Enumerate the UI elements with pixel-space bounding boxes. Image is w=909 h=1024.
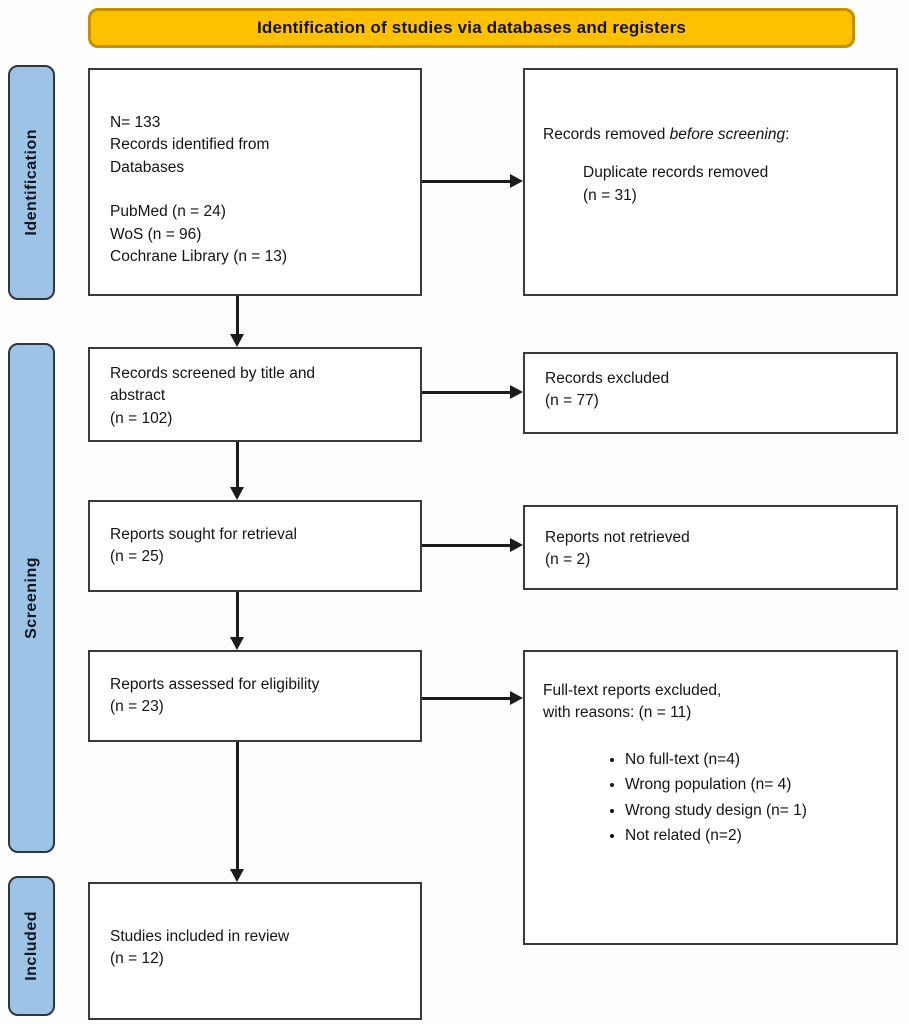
fulltext-excluded-text: Full-text reports excluded, bbox=[543, 682, 722, 699]
box-reports-sought: Reports sought for retrieval (n = 25) bbox=[88, 500, 422, 592]
box-reports-not-retrieved: Reports not retrieved (n = 2) bbox=[523, 505, 898, 590]
arrow-head bbox=[230, 869, 244, 882]
arrow-down-icon bbox=[230, 592, 244, 650]
box-records-screened: Records screened by title and abstract (… bbox=[88, 347, 422, 442]
records-removed-suffix: : bbox=[785, 126, 790, 143]
stage-label-included: Included bbox=[22, 911, 40, 981]
exclusion-reasons-list: No full-text (n=4) Wrong population (n= … bbox=[607, 749, 882, 848]
arrow-head bbox=[230, 487, 244, 500]
source-cochrane: Cochrane Library (n = 13) bbox=[110, 248, 288, 266]
exclusion-reason-item: Wrong study design (n= 1) bbox=[625, 800, 882, 822]
stage-label-identification: Identification bbox=[22, 129, 40, 236]
source-wos: WoS (n = 96) bbox=[110, 225, 202, 243]
stage-label-screening: Screening bbox=[22, 557, 40, 639]
duplicates-removed-text: Duplicate records removed bbox=[583, 164, 769, 182]
arrow-head bbox=[510, 691, 523, 705]
exclusion-reason-item: No full-text (n=4) bbox=[625, 749, 882, 771]
arrow-right-icon bbox=[422, 385, 523, 399]
stage-bar-screening: Screening bbox=[8, 343, 55, 853]
arrow-shaft bbox=[422, 544, 512, 547]
fulltext-excluded-count: with reasons: (n = 11) bbox=[543, 704, 692, 722]
records-identified-text: Databases bbox=[110, 158, 185, 176]
arrow-head bbox=[230, 637, 244, 650]
records-screened-count: (n = 102) bbox=[110, 409, 173, 427]
records-removed-prefix: Records removed bbox=[543, 126, 670, 143]
arrow-shaft bbox=[236, 592, 239, 639]
exclusion-reason-item: Wrong population (n= 4) bbox=[625, 774, 882, 796]
records-screened-text: abstract bbox=[110, 387, 166, 405]
diagram-title-banner: Identification of studies via databases … bbox=[88, 8, 855, 48]
records-excluded-count: (n = 77) bbox=[545, 392, 599, 410]
arrow-shaft bbox=[236, 742, 239, 871]
records-screened-text: Records screened by title and bbox=[110, 365, 316, 382]
arrow-shaft bbox=[422, 697, 512, 700]
box-records-identified: N= 133 Records identified from Databases… bbox=[88, 68, 422, 296]
stage-bar-included: Included bbox=[8, 876, 55, 1016]
arrow-shaft bbox=[422, 391, 512, 394]
reports-sought-text: Reports sought for retrieval bbox=[110, 526, 297, 543]
arrow-down-icon bbox=[230, 442, 244, 500]
stage-bar-identification: Identification bbox=[8, 65, 55, 300]
spacer bbox=[110, 179, 402, 201]
records-excluded-text: Records excluded bbox=[545, 370, 670, 387]
arrow-head bbox=[230, 334, 244, 347]
diagram-title: Identification of studies via databases … bbox=[256, 18, 687, 37]
box-studies-included: Studies included in review (n = 12) bbox=[88, 882, 422, 1020]
arrow-head bbox=[510, 538, 523, 552]
exclusion-reason-item: Not related (n=2) bbox=[625, 825, 882, 847]
reports-assessed-text: Reports assessed for eligibility bbox=[110, 676, 320, 693]
records-removed-italic: before screening bbox=[669, 126, 786, 143]
reports-not-retrieved-text: Reports not retrieved bbox=[545, 529, 690, 546]
arrow-right-icon bbox=[422, 691, 523, 705]
arrow-down-icon bbox=[230, 742, 244, 882]
arrow-right-icon bbox=[422, 174, 523, 188]
studies-included-text: Studies included in review bbox=[110, 928, 290, 945]
source-pubmed: PubMed (n = 24) bbox=[110, 203, 226, 221]
arrow-head bbox=[510, 385, 523, 399]
arrow-down-icon bbox=[230, 296, 244, 347]
arrow-shaft bbox=[236, 442, 239, 489]
arrow-head bbox=[510, 174, 523, 188]
box-records-removed: Records removed before screening: Duplic… bbox=[523, 68, 898, 296]
arrow-shaft bbox=[236, 296, 239, 336]
records-identified-count: N= 133 bbox=[110, 114, 161, 131]
box-records-excluded: Records excluded (n = 77) bbox=[523, 352, 898, 434]
reports-sought-count: (n = 25) bbox=[110, 548, 164, 566]
records-removed-heading: Records removed before screening: bbox=[543, 124, 882, 146]
duplicates-removed-count: (n = 31) bbox=[583, 186, 637, 204]
studies-included-count: (n = 12) bbox=[110, 950, 164, 968]
duplicates-removed-detail: Duplicate records removed (n = 31) bbox=[583, 162, 882, 207]
arrow-right-icon bbox=[422, 538, 523, 552]
reports-assessed-count: (n = 23) bbox=[110, 698, 164, 716]
box-fulltext-excluded: Full-text reports excluded, with reasons… bbox=[523, 650, 898, 945]
arrow-shaft bbox=[422, 180, 512, 183]
reports-not-retrieved-count: (n = 2) bbox=[545, 551, 591, 569]
box-reports-assessed: Reports assessed for eligibility (n = 23… bbox=[88, 650, 422, 742]
records-identified-text: Records identified from bbox=[110, 136, 270, 154]
